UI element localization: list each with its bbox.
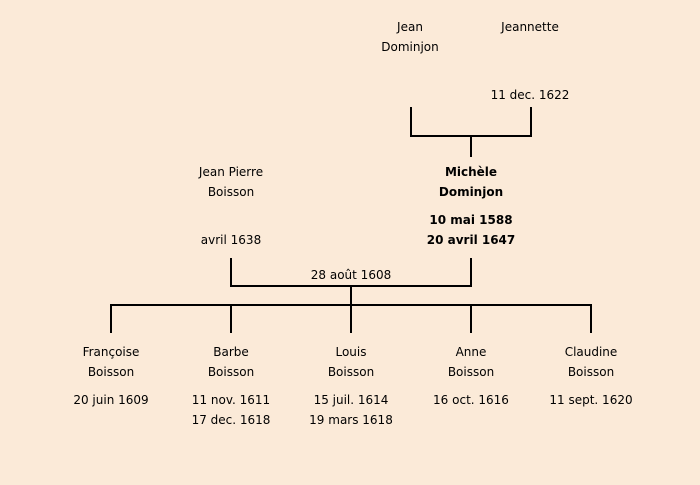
birth-date: 16 oct. 1616	[433, 393, 509, 407]
first-name: Jeannette	[501, 20, 559, 34]
person-michele-dominjon[interactable]: Michèle Dominjon 10 mai 1588 20 avril 16…	[427, 162, 516, 250]
last-name: Boisson	[207, 365, 255, 379]
first-name: Michèle	[444, 165, 498, 179]
birth-date: 20 juin 1609	[73, 393, 149, 407]
child-louis[interactable]: Louis Boisson 15 juil. 1614 19 mars 1618	[309, 342, 393, 430]
last-name: Boisson	[87, 365, 135, 379]
last-name: Dominjon	[381, 40, 439, 54]
child-francoise[interactable]: Françoise Boisson 20 juin 1609	[73, 342, 148, 410]
first-name: Jean	[397, 20, 423, 34]
last-name: Boisson	[567, 365, 615, 379]
first-name: Françoise	[82, 345, 140, 359]
first-name: Anne	[455, 345, 487, 359]
death-date: 19 mars 1618	[309, 413, 393, 427]
last-name: Boisson	[207, 185, 255, 199]
last-name: Boisson	[447, 365, 495, 379]
first-name: Barbe	[213, 345, 249, 359]
child-barbe[interactable]: Barbe Boisson 11 nov. 1611 17 dec. 1618	[192, 342, 271, 430]
parents-connector	[230, 258, 472, 305]
birth-date: 11 sept. 1620	[549, 393, 633, 407]
person-jeannette[interactable]: Jeannette 11 dec. 1622	[491, 17, 570, 105]
first-name: Jean Pierre	[198, 165, 264, 179]
first-name: Claudine	[564, 345, 618, 359]
death-date: avril 1638	[200, 233, 262, 247]
grandparents-connector	[410, 107, 532, 157]
birth-date: 15 juil. 1614	[313, 393, 389, 407]
death-date: 17 dec. 1618	[191, 413, 271, 427]
marriage-date: 28 août 1608	[310, 268, 392, 282]
birth-date: 10 mai 1588	[429, 213, 513, 227]
children-connector	[110, 304, 592, 333]
last-name: Dominjon	[438, 185, 504, 199]
last-name: Boisson	[327, 365, 375, 379]
birth-date: 11 nov. 1611	[191, 393, 271, 407]
death-date: 20 avril 1647	[426, 233, 516, 247]
person-jean-pierre-boisson[interactable]: Jean Pierre Boisson avril 1638	[199, 162, 263, 250]
child-claudine[interactable]: Claudine Boisson 11 sept. 1620	[549, 342, 632, 410]
person-jean-dominjon[interactable]: Jean Dominjon	[381, 17, 439, 57]
death-date: 11 dec. 1622	[490, 88, 570, 102]
child-anne[interactable]: Anne Boisson 16 oct. 1616	[433, 342, 509, 410]
first-name: Louis	[335, 345, 367, 359]
